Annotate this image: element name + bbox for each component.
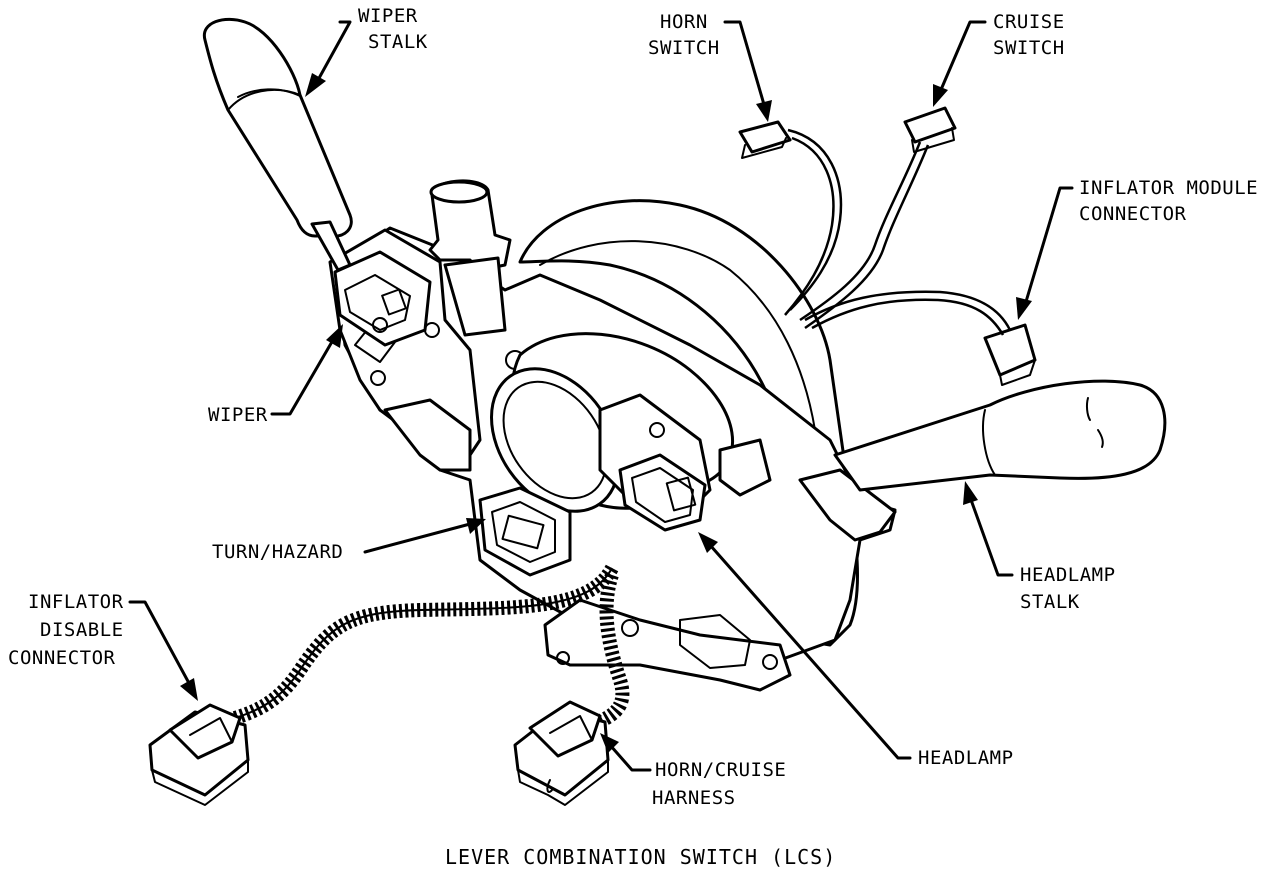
label-cruise-switch: CRUISE SWITCH [993, 11, 1065, 59]
callout-labels: WIPER STALK HORN SWITCH CRUISE SWITCH IN… [8, 5, 1258, 809]
diagram-caption: LEVER COMBINATION SWITCH (LCS) [445, 845, 836, 869]
label-headlamp-stalk: HEADLAMP STALK [1020, 564, 1116, 613]
label-cruise-switch-line1: CRUISE [993, 11, 1065, 33]
label-horn-switch: HORN SWITCH [648, 11, 720, 59]
label-wiper: WIPER [208, 404, 268, 426]
label-horn-cruise-line2: HARNESS [652, 787, 736, 809]
label-inflator-disable-line3: CONNECTOR [8, 647, 116, 669]
label-wiper-stalk: WIPER STALK [358, 5, 428, 53]
label-wiper-stalk-line2: STALK [368, 31, 428, 53]
label-inflator-disable-line2: DISABLE [40, 619, 124, 641]
label-wiper-stalk-line1: WIPER [358, 5, 418, 27]
label-inflator-module-connector: INFLATOR MODULE CONNECTOR [1079, 177, 1258, 225]
label-inflator-module-line1: INFLATOR MODULE [1079, 177, 1258, 199]
label-horn-cruise-line1: HORN/CRUISE [655, 759, 786, 781]
label-headlamp-stalk-line2: STALK [1020, 591, 1080, 613]
label-inflator-disable-connector: INFLATOR DISABLE CONNECTOR [8, 591, 124, 669]
label-inflator-module-line2: CONNECTOR [1079, 203, 1187, 225]
label-horn-switch-line1: HORN [660, 11, 708, 33]
label-cruise-switch-line2: SWITCH [993, 37, 1065, 59]
switch-assembly-drawing [148, 17, 1167, 806]
label-headlamp: HEADLAMP [918, 747, 1014, 769]
label-headlamp-stalk-line1: HEADLAMP [1020, 564, 1116, 586]
label-inflator-disable-line1: INFLATOR [28, 591, 124, 613]
label-turn-hazard: TURN/HAZARD [212, 541, 343, 563]
leader-lines [128, 20, 1074, 772]
label-horn-switch-line2: SWITCH [648, 37, 720, 59]
label-horn-cruise-harness: HORN/CRUISE HARNESS [652, 759, 786, 809]
